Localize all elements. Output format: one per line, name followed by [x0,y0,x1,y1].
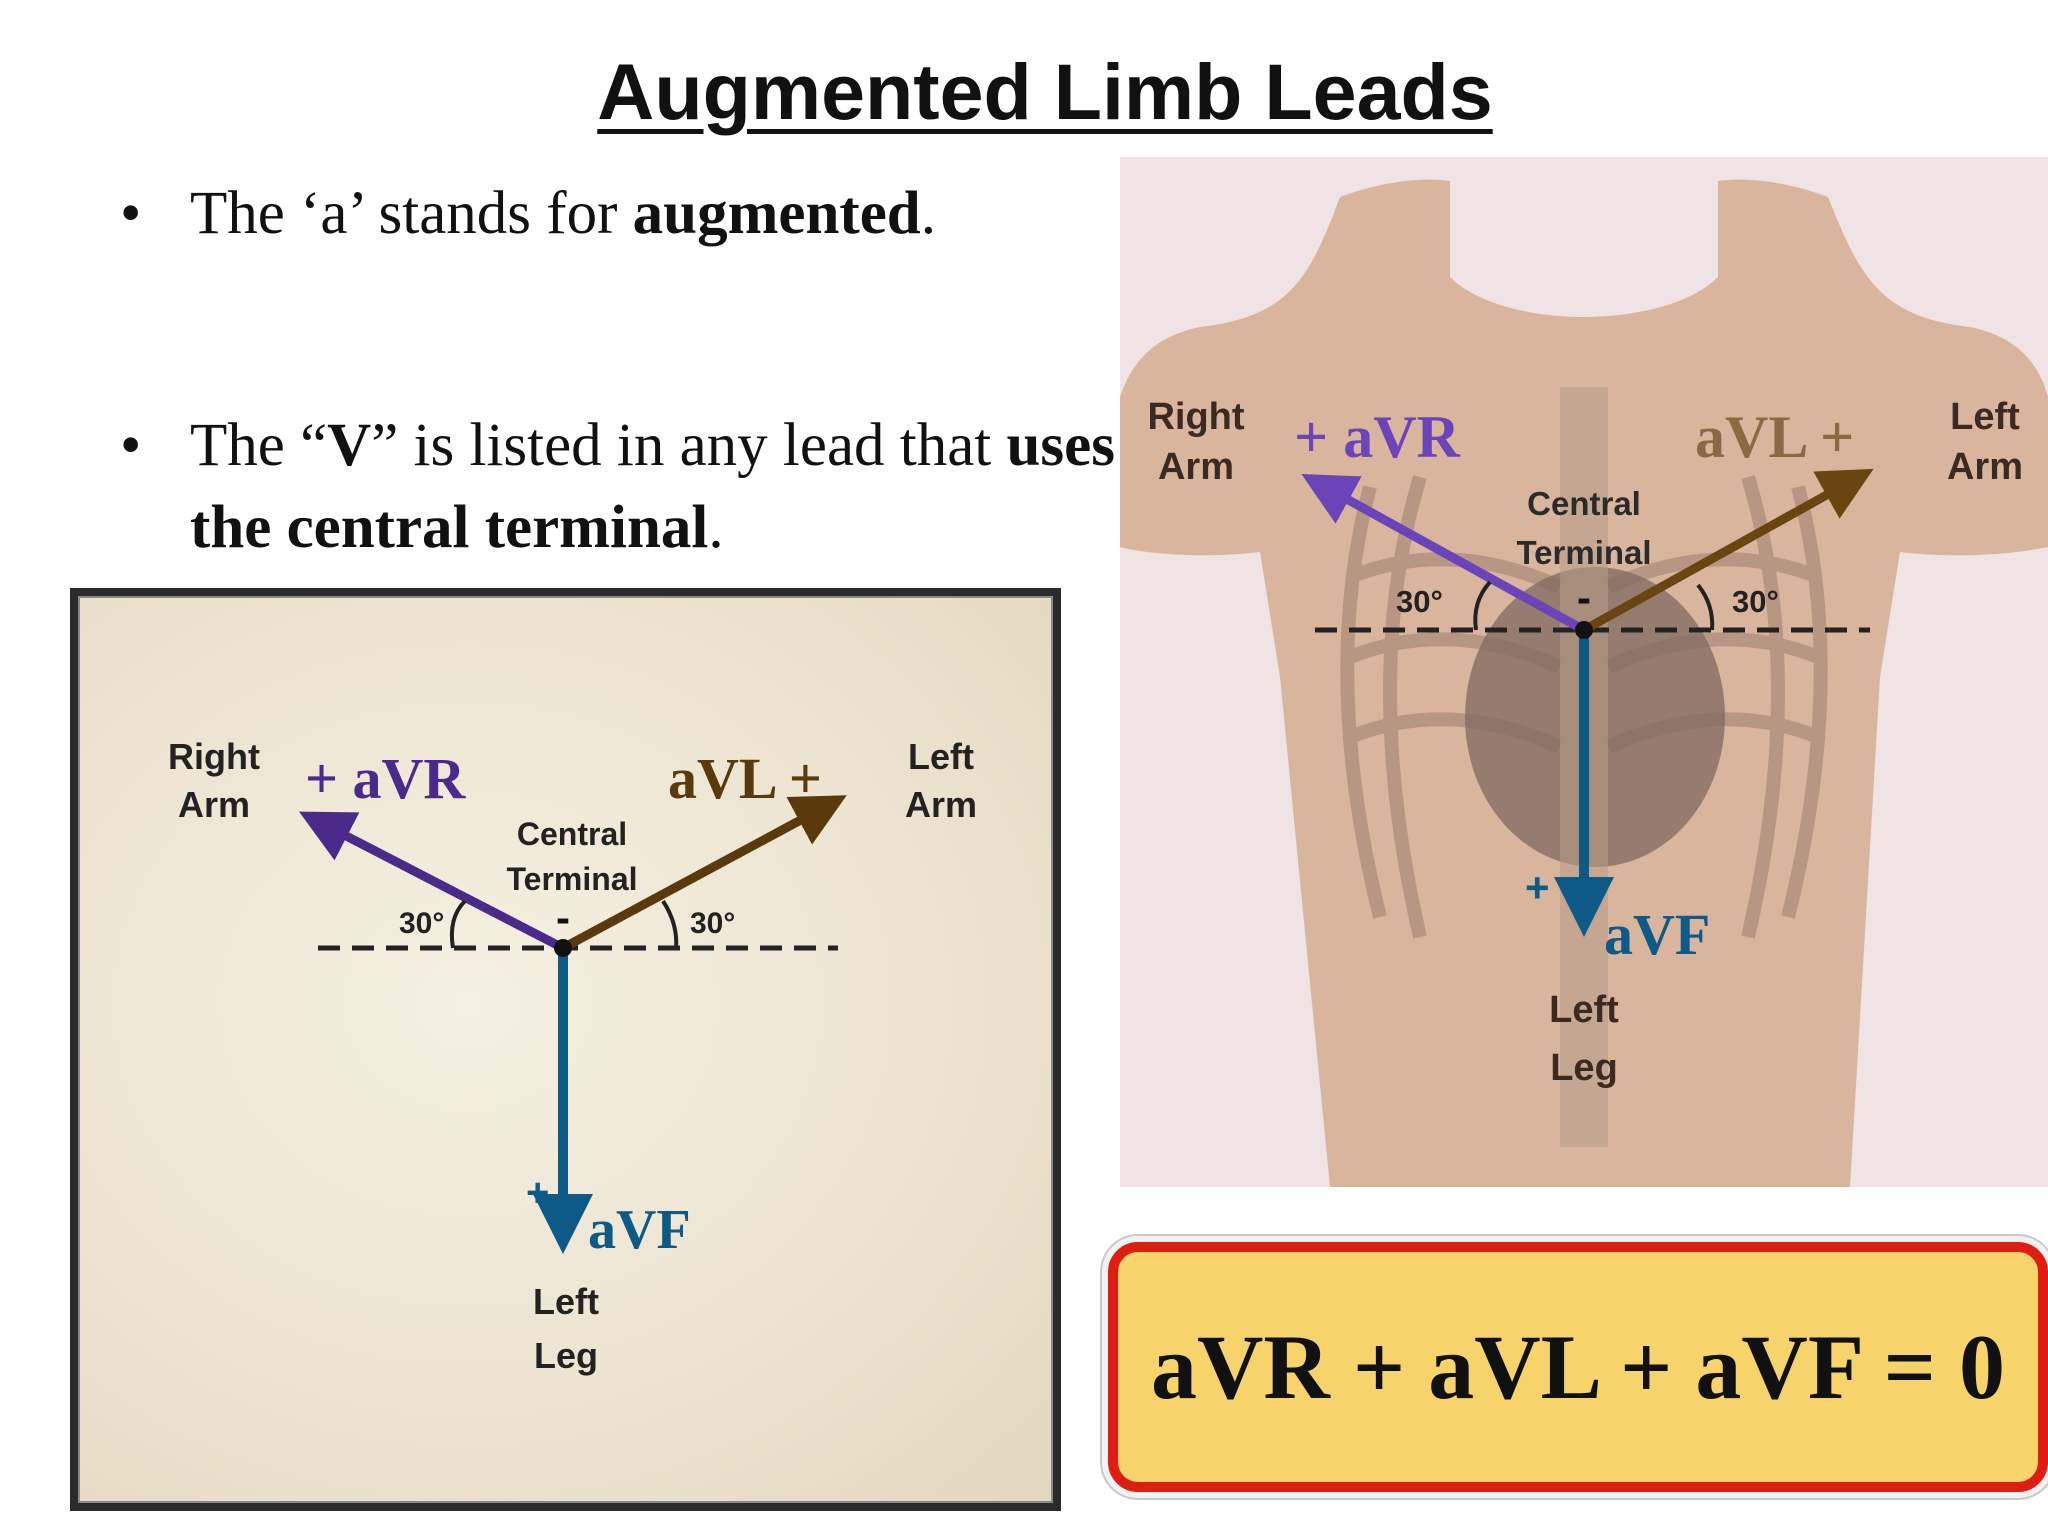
avf-plus-sign: + [1525,864,1550,911]
torso-lead-illustration: Right Arm Left Arm + aVR aVL + Central T… [1120,157,2048,1187]
angle-right-label: 30° [690,907,735,940]
angle-arc-right [661,899,679,949]
central-terminal-label: Central [1527,485,1641,522]
left-leg-label: Leg [534,1335,598,1376]
left-arm-label: Arm [905,784,977,825]
central-terminal-point [554,939,572,957]
avr-label: + aVR [1294,404,1461,470]
right-arm-label: Right [1147,396,1244,438]
bullet-text: The “V” is listed in any lead that uses … [190,412,1115,561]
left-leg-label: Left [1549,989,1619,1031]
lead-diagram: Right Arm Left Arm + aVR aVL + Central T… [168,736,977,1376]
left-arm-label: Left [908,736,974,777]
avf-label: aVF [588,1199,691,1261]
avl-label: aVL + [1695,404,1854,470]
angle-arc-right [1696,583,1715,631]
angle-left-label: 30° [399,907,444,940]
avr-label: + aVR [305,746,466,811]
left-arm-label: Arm [1947,446,2023,488]
bullet-marker: • [120,180,142,247]
angle-arc-left [1473,580,1492,631]
right-arm-label: Right [168,736,260,777]
angle-arc-left [449,899,467,949]
avf-label: aVF [1604,902,1710,967]
central-terminal-label: Terminal [507,861,638,897]
page-title: Augmented Limb Leads [597,47,1493,136]
torso-diagram: Right Arm Left Arm + aVR aVL + Central T… [1120,179,2048,1187]
left-leg-label: Leg [1550,1047,1618,1089]
avf-plus-sign: + [526,1171,549,1215]
central-terminal-label: Central [517,816,627,852]
bullet-text: The ‘a’ stands for augmented. [190,180,936,247]
avl-vector [1581,468,1874,634]
minus-sign: - [1577,574,1591,621]
angle-left-label: 30° [1396,584,1443,619]
bullet-marker: • [120,412,142,479]
avr-vector [1301,473,1587,634]
minus-sign: - [556,894,570,941]
left-leg-label: Left [533,1281,599,1322]
lead-diagram-panel: Right Arm Left Arm + aVR aVL + Central T… [70,588,1061,1511]
angle-right-label: 30° [1732,584,1779,619]
avl-label: aVL + [668,746,822,811]
central-terminal-label: Terminal [1516,534,1651,571]
right-arm-label: Arm [1158,446,1234,488]
central-terminal-point [1575,621,1593,639]
left-arm-label: Left [1950,396,2020,438]
equation-box: aVR + aVL + aVF = 0 [1108,1242,2048,1492]
right-arm-label: Arm [178,784,250,825]
equation-text: aVR + aVL + aVF = 0 [1150,1316,2006,1418]
avr-vector [299,811,566,952]
avl-vector [560,795,847,952]
